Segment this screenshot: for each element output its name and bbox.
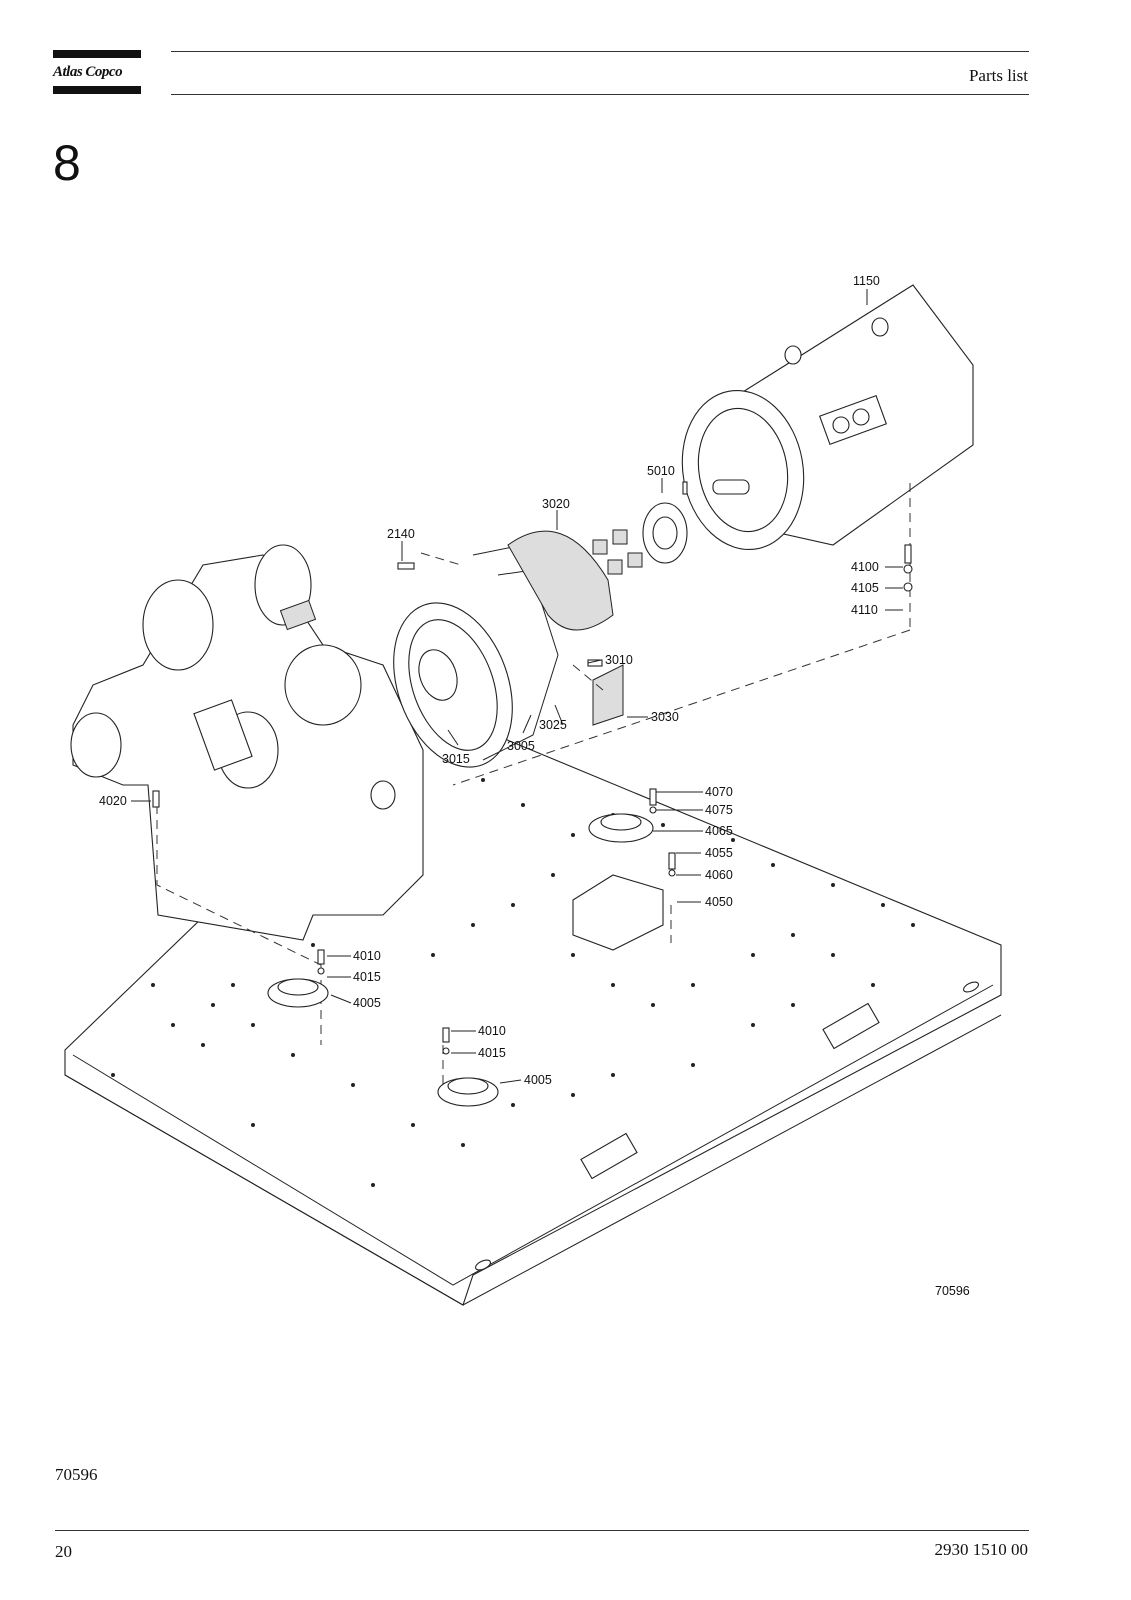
callout-4015-a: 4015 [353, 970, 381, 984]
page-number: 20 [55, 1542, 72, 1561]
callout-4065: 4065 [705, 824, 733, 838]
logo-bottom-bar [53, 86, 141, 94]
callout-2140: 2140 [387, 527, 415, 541]
assembly-guidelines [156, 483, 911, 1105]
callout-leaders [131, 289, 903, 1084]
document-number: 2930 1510 00 [934, 1540, 1029, 1559]
callout-4005-a: 4005 [353, 996, 381, 1010]
electric-motor [681, 284, 974, 551]
diagram-drawing: 1150 5010 3020 2140 4100 4105 4110 3010 … [64, 274, 1002, 1306]
figure-reference-number: 70596 [935, 1284, 970, 1298]
callout-1150: 1150 [853, 274, 880, 288]
callout-4100: 4100 [851, 560, 879, 574]
callout-4015-b: 4015 [478, 1046, 506, 1060]
rubber-mounts [267, 813, 664, 1107]
figure-caption: 70596 [55, 1465, 98, 1484]
exploded-parts-diagram: 1150 5010 3020 2140 4100 4105 4110 3010 … [53, 225, 1031, 1365]
logo-top-bar [53, 50, 141, 58]
callout-4010-a: 4010 [353, 949, 381, 963]
callout-4075: 4075 [705, 803, 733, 817]
bolts [152, 481, 913, 1055]
callout-3025: 3025 [539, 718, 567, 732]
callout-4070: 4070 [705, 785, 733, 799]
callout-4005-b: 4005 [524, 1073, 552, 1087]
header-top-rule [171, 51, 1029, 52]
header-bottom-rule [171, 94, 1029, 95]
callout-3005: 3005 [507, 739, 535, 753]
callout-4050: 4050 [705, 895, 733, 909]
section-number: 8 [53, 135, 81, 191]
callout-4110: 4110 [851, 603, 878, 617]
callout-3030: 3030 [651, 710, 679, 724]
callout-4060: 4060 [705, 868, 733, 882]
callout-4020: 4020 [99, 794, 127, 808]
motor-flange-housing [393, 544, 559, 768]
coupling-guard-mesh [507, 530, 624, 726]
logo-text: Atlas Copco [53, 64, 123, 80]
callout-3010: 3010 [605, 653, 633, 667]
callout-4105: 4105 [851, 581, 879, 595]
callout-3015: 3015 [442, 752, 470, 766]
compressor-element [70, 544, 424, 941]
atlas-copco-logo: Atlas Copco [53, 50, 141, 94]
callout-4010-b: 4010 [478, 1024, 506, 1038]
footer-rule [55, 1530, 1029, 1531]
callout-4055: 4055 [705, 846, 733, 860]
callout-labels: 1150 5010 3020 2140 4100 4105 4110 3010 … [99, 274, 970, 1298]
callout-5010: 5010 [647, 464, 675, 478]
callout-3020: 3020 [542, 497, 570, 511]
coupling [592, 502, 688, 575]
header-title: Parts list [968, 66, 1028, 85]
